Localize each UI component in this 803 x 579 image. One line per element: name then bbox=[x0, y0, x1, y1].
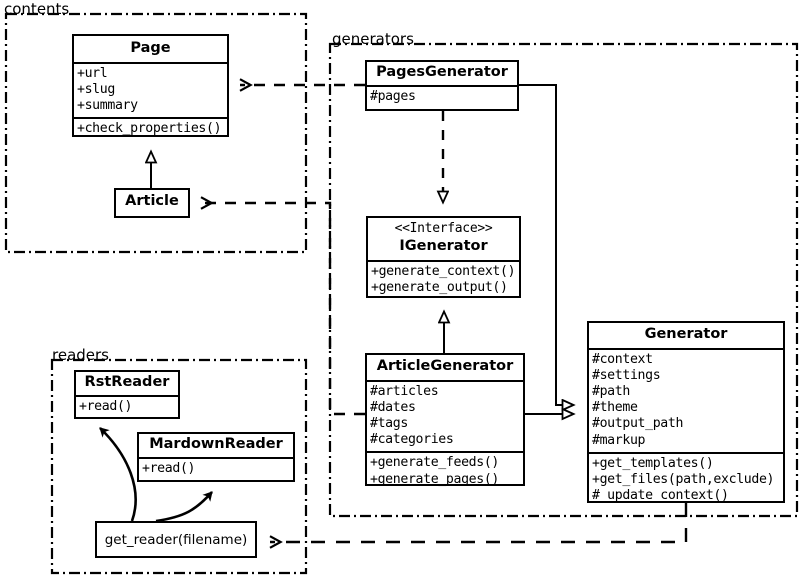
methods-rstreader: +read() bbox=[76, 394, 178, 418]
class-name-mardownreader: MardownReader bbox=[149, 436, 283, 452]
attribute-item: +slug bbox=[77, 81, 115, 97]
attribute-item: #theme bbox=[592, 400, 638, 416]
edge-pagesgenerator-generalizes-generator bbox=[519, 84, 573, 405]
class-name-article: Article bbox=[125, 193, 179, 209]
methods-igenerator: +generate_context() +generate_output() bbox=[368, 259, 519, 299]
class-name-articlegenerator: ArticleGenerator bbox=[376, 358, 514, 374]
attribute-item: #dates bbox=[370, 399, 416, 415]
method-item: #_update_context() bbox=[592, 488, 729, 504]
methods-generator: +get_templates() +get_files(path,exclude… bbox=[589, 451, 783, 508]
attributes-page: +url +slug +summary bbox=[74, 61, 227, 118]
method-item: +read() bbox=[79, 398, 133, 414]
class-name-page: Page bbox=[130, 40, 171, 56]
attribute-item: #articles bbox=[370, 383, 439, 399]
attribute-item: +url bbox=[77, 65, 108, 81]
class-box-igenerator[interactable]: <<Interface>> IGenerator +generate_conte… bbox=[366, 216, 521, 298]
edge-articlegenerator-depends-article bbox=[200, 196, 365, 416]
edge-getreader-creates-mardownreader bbox=[155, 491, 213, 523]
package-label-generators: generators bbox=[332, 30, 414, 48]
class-box-page[interactable]: Page +url +slug +summary +check_properti… bbox=[72, 34, 229, 137]
edge-getreader-creates-rstreader bbox=[99, 427, 137, 522]
attribute-item: #output_path bbox=[592, 416, 684, 432]
edge-generator-depends-getreader bbox=[269, 503, 688, 549]
class-name-pagesgenerator: PagesGenerator bbox=[376, 64, 508, 80]
class-box-article[interactable]: Article bbox=[114, 188, 190, 218]
attribute-item: #tags bbox=[370, 416, 408, 432]
attributes-generator: #context #settings #path #theme #output_… bbox=[589, 347, 783, 452]
attribute-item: #context bbox=[592, 351, 653, 367]
methods-mardownreader: +read() bbox=[139, 456, 293, 480]
class-name-text: IGenerator bbox=[399, 237, 488, 254]
attributes-pagesgenerator: #pages bbox=[367, 84, 517, 108]
attribute-item: #settings bbox=[592, 367, 661, 383]
attribute-item: #categories bbox=[370, 432, 454, 448]
attribute-item: #pages bbox=[370, 88, 416, 104]
method-item: +read() bbox=[142, 460, 196, 476]
attributes-articlegenerator: #articles #dates #tags #categories bbox=[367, 379, 523, 452]
class-box-pagesgenerator[interactable]: PagesGenerator #pages bbox=[365, 60, 519, 111]
attribute-item: #path bbox=[592, 384, 630, 400]
attribute-item: +summary bbox=[77, 98, 138, 114]
class-box-articlegenerator[interactable]: ArticleGenerator #articles #dates #tags … bbox=[365, 353, 525, 487]
class-name-rstreader: RstReader bbox=[84, 374, 170, 390]
class-box-generator[interactable]: Generator #context #settings #path #them… bbox=[587, 321, 785, 503]
methods-articlegenerator: +generate_feeds() +generate_pages() bbox=[367, 451, 523, 490]
method-item: +check_properties() bbox=[77, 121, 222, 137]
function-box-get-reader[interactable]: get_reader(filename) bbox=[95, 521, 257, 558]
methods-page: +check_properties() bbox=[74, 117, 227, 140]
class-name-igenerator: <<Interface>> IGenerator bbox=[368, 218, 519, 260]
method-item: +generate_feeds() bbox=[370, 455, 500, 471]
method-item: +generate_output() bbox=[371, 279, 508, 295]
package-label-readers: readers bbox=[52, 346, 109, 364]
method-item: +get_templates() bbox=[592, 455, 714, 471]
class-box-rstreader[interactable]: RstReader +read() bbox=[74, 370, 180, 419]
class-name-generator: Generator bbox=[644, 326, 728, 342]
method-item: +generate_context() bbox=[371, 263, 516, 279]
function-box-label: get_reader(filename) bbox=[104, 531, 248, 548]
method-item: +get_files(path,exclude) bbox=[592, 472, 775, 488]
method-item: +generate_pages() bbox=[370, 471, 500, 487]
attribute-item: #markup bbox=[592, 432, 646, 448]
package-label-contents: contents bbox=[4, 0, 70, 18]
class-stereotype-interface: <<Interface>> bbox=[394, 221, 493, 236]
class-box-mardownreader[interactable]: MardownReader +read() bbox=[137, 432, 295, 482]
